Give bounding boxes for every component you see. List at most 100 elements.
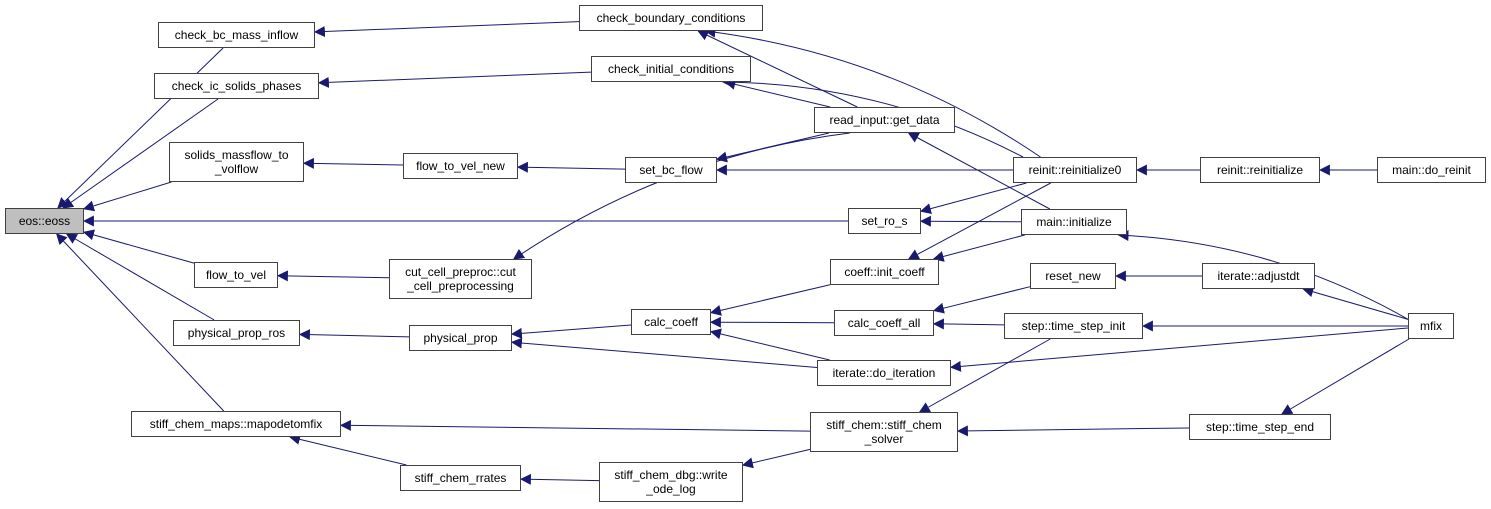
- node-label: physical_prop_ros: [187, 326, 286, 340]
- node-label: reinit::reinitialize: [1216, 163, 1304, 177]
- node-flow-to-vel-new[interactable]: flow_to_vel_new: [403, 153, 518, 179]
- edge-main-initialize-to-init-coeff: [932, 234, 1025, 262]
- node-reinitialize[interactable]: reinit::reinitialize: [1200, 157, 1320, 183]
- edge-physical-prop-to-physical-prop-ros: [298, 329, 410, 341]
- node-reinitialize0[interactable]: reinit::reinitialize0: [1013, 157, 1137, 183]
- node-label: solids_massflow_to _volflow: [184, 148, 289, 176]
- node-time-step-init[interactable]: step::time_step_init: [1004, 313, 1143, 339]
- node-label: reset_new: [1045, 269, 1101, 283]
- edge-do-iteration-to-physical-prop: [510, 337, 818, 368]
- edge-main-initialize-to-set-ro-s: [919, 215, 1022, 227]
- edge-reinitialize0-to-init-coeff: [907, 182, 1051, 260]
- node-label: check_ic_solids_phases: [171, 79, 302, 93]
- edge-get-data-to-check-boundary-conditions: [697, 30, 858, 108]
- node-label: step::time_step_end: [1205, 420, 1315, 434]
- node-time-step-end[interactable]: step::time_step_end: [1189, 414, 1331, 440]
- node-set-ro-s[interactable]: set_ro_s: [848, 208, 921, 234]
- edge-mfix-to-adjustdt: [1302, 286, 1409, 320]
- edge-check-bc-mass-inflow-to-eoss: [57, 47, 224, 209]
- node-do-iteration[interactable]: iterate::do_iteration: [817, 360, 951, 386]
- node-label: main::initialize: [1036, 215, 1112, 229]
- edge-check-boundary-conditions-to-check-bc-mass-inflow: [313, 21, 580, 38]
- node-main-initialize[interactable]: main::initialize: [1021, 209, 1127, 235]
- node-label: read_input::get_data: [829, 113, 940, 127]
- node-mapodetomfix[interactable]: stiff_chem_maps::mapodetomfix: [131, 411, 341, 437]
- node-label: set_ro_s: [861, 214, 908, 228]
- node-label: cut_cell_preproc::cut _cell_preprocessin…: [405, 265, 516, 293]
- edge-stiff-chem-solver-to-mapodetomfix: [339, 419, 811, 432]
- edge-init-coeff-to-calc-coeff: [709, 284, 831, 316]
- edge-mfix-to-time-step-end: [1281, 338, 1410, 415]
- node-label: flow_to_vel: [205, 268, 267, 282]
- node-solids-massflow-to-volflow[interactable]: solids_massflow_to _volflow: [169, 142, 304, 182]
- node-label: check_initial_conditions: [607, 62, 735, 76]
- node-check-bc-mass-inflow[interactable]: check_bc_mass_inflow: [158, 22, 315, 48]
- node-label: calc_coeff: [644, 315, 698, 329]
- node-calc-coeff-all[interactable]: calc_coeff_all: [834, 310, 934, 336]
- node-cut-cell-preprocessing[interactable]: cut_cell_preproc::cut _cell_preprocessin…: [389, 259, 532, 299]
- edge-write-ode-log-to-stiff-chem-rrates: [519, 473, 600, 485]
- node-physical-prop-ros[interactable]: physical_prop_ros: [173, 320, 300, 346]
- node-label: stiff_chem::stiff_chem _solver: [826, 418, 942, 446]
- node-mfix[interactable]: mfix: [1408, 313, 1454, 339]
- edge-time-step-init-to-calc-coeff-all: [932, 318, 1005, 330]
- node-label: stiff_chem_dbg::write _ode_log: [614, 468, 728, 496]
- node-label: check_boundary_conditions: [596, 11, 746, 25]
- node-label: flow_to_vel_new: [416, 159, 505, 173]
- node-check-ic-solids-phases[interactable]: check_ic_solids_phases: [154, 73, 319, 99]
- node-label: coeff::init_coeff: [844, 265, 925, 279]
- edge-stiff-chem-rrates-to-mapodetomfix: [288, 433, 407, 466]
- node-check-boundary-conditions[interactable]: check_boundary_conditions: [579, 5, 763, 31]
- node-label: main::do_reinit: [1392, 163, 1471, 177]
- edge-stiff-chem-solver-to-write-ode-log: [741, 448, 811, 469]
- edge-reinitialize0-to-check-boundary-conditions: [704, 26, 1041, 158]
- edge-time-step-end-to-stiff-chem-solver: [956, 425, 1190, 437]
- edge-get-data-to-check-initial-conditions: [724, 78, 831, 108]
- edge-time-step-init-to-stiff-chem-solver: [918, 338, 1051, 413]
- node-label: check_bc_mass_inflow: [174, 28, 299, 42]
- edge-reset-new-to-calc-coeff-all: [932, 286, 1031, 314]
- edge-calc-coeff-all-to-calc-coeff: [709, 316, 835, 328]
- edge-calc-coeff-to-physical-prop: [510, 324, 632, 339]
- node-stiff-chem-rrates[interactable]: stiff_chem_rrates: [400, 465, 521, 491]
- edge-flow-to-vel-to-eoss: [82, 229, 195, 264]
- edge-flow-to-vel-new-to-solids-massflow-to-volflow: [302, 157, 404, 169]
- edge-main-initialize-to-get-data: [907, 132, 1051, 210]
- edge-check-initial-conditions-to-check-ic-solids-phases: [317, 71, 592, 88]
- node-set-bc-flow[interactable]: set_bc_flow: [625, 157, 717, 183]
- edge-mfix-to-main-initialize: [1117, 229, 1409, 320]
- node-label: eos::eoss: [18, 214, 71, 228]
- node-physical-prop[interactable]: physical_prop: [409, 325, 512, 351]
- node-label: iterate::adjustdt: [1217, 269, 1300, 283]
- edge-get-data-to-cut-cell-preprocessing: [512, 132, 850, 260]
- node-do-reinit[interactable]: main::do_reinit: [1377, 157, 1486, 183]
- edge-reinitialize0-to-set-ro-s: [919, 182, 1027, 214]
- edge-solids-massflow-to-volflow-to-eoss: [82, 181, 172, 212]
- edge-cut-cell-preprocessing-to-flow-to-vel: [276, 270, 390, 282]
- edge-physical-prop-ros-to-eoss: [65, 233, 215, 321]
- node-check-initial-conditions[interactable]: check_initial_conditions: [591, 56, 751, 82]
- node-label: reinit::reinitialize0: [1028, 163, 1122, 177]
- node-write-ode-log[interactable]: stiff_chem_dbg::write _ode_log: [599, 462, 743, 502]
- node-label: set_bc_flow: [639, 163, 703, 177]
- edge-mapodetomfix-to-eoss: [56, 233, 225, 412]
- node-get-data[interactable]: read_input::get_data: [814, 107, 955, 133]
- node-adjustdt[interactable]: iterate::adjustdt: [1202, 263, 1315, 289]
- node-label: stiff_chem_rrates: [414, 471, 507, 485]
- node-flow-to-vel[interactable]: flow_to_vel: [194, 262, 278, 288]
- node-stiff-chem-solver[interactable]: stiff_chem::stiff_chem _solver: [810, 412, 958, 452]
- node-label: physical_prop: [423, 331, 498, 345]
- edge-mfix-to-do-iteration: [949, 327, 1409, 372]
- edge-do-iteration-to-calc-coeff: [709, 328, 830, 361]
- node-calc-coeff[interactable]: calc_coeff: [631, 309, 711, 335]
- node-init-coeff[interactable]: coeff::init_coeff: [830, 259, 939, 285]
- edge-check-ic-solids-phases-to-eoss: [62, 98, 219, 209]
- node-reset-new[interactable]: reset_new: [1030, 263, 1116, 289]
- edge-reinitialize0-to-check-initial-conditions: [721, 76, 1024, 158]
- edge-set-bc-flow-to-flow-to-vel-new: [516, 161, 626, 173]
- node-label: iterate::do_iteration: [832, 366, 936, 380]
- edge-get-data-to-set-bc-flow: [715, 132, 830, 163]
- node-label: stiff_chem_maps::mapodetomfix: [149, 417, 323, 431]
